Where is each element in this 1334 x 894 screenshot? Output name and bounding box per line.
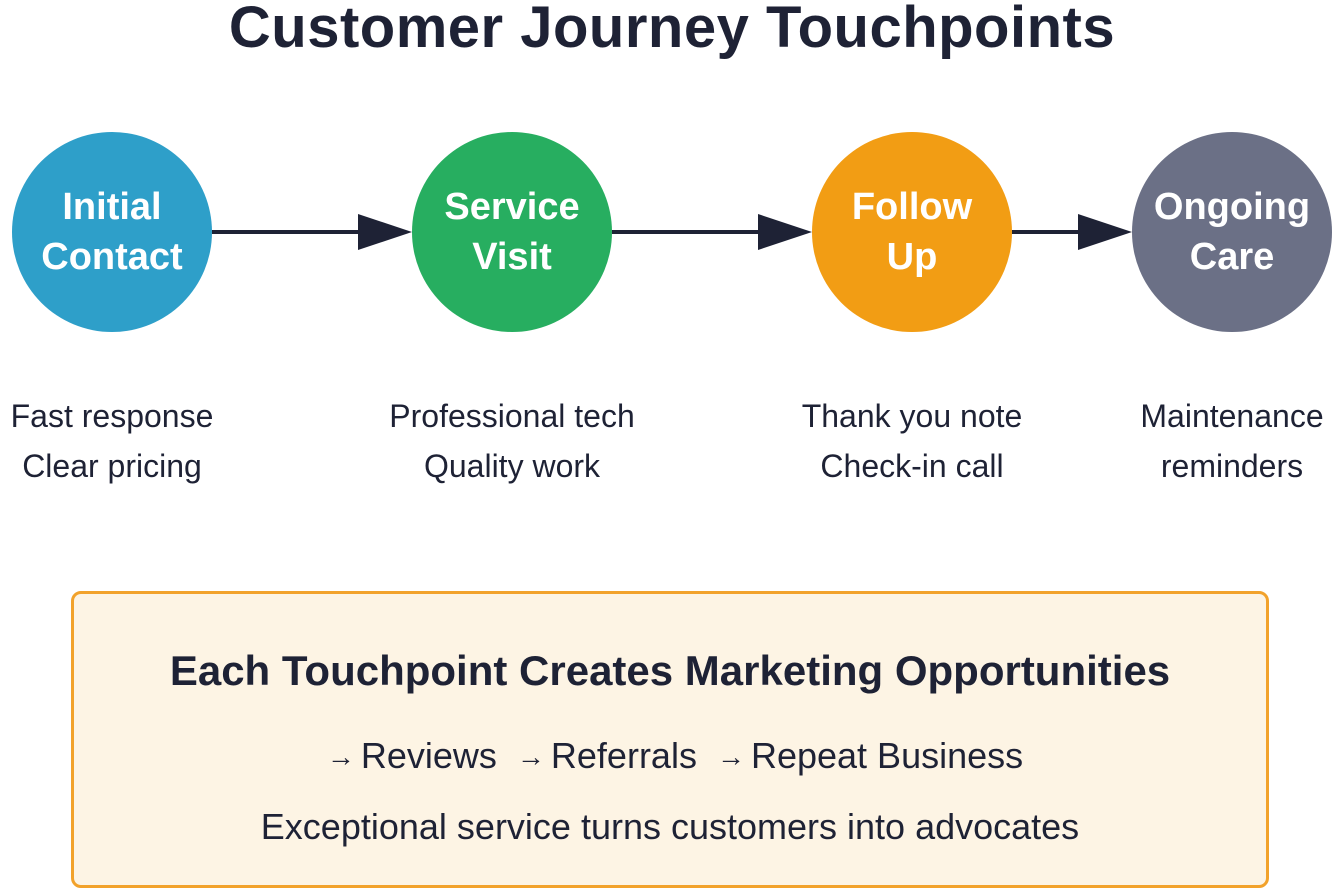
stage-detail: Quality work: [423, 448, 601, 484]
stage-label-line2: Care: [1189, 236, 1275, 278]
arrow-right-icon: →: [716, 741, 745, 772]
stage-label-line1: Service: [444, 186, 580, 228]
arrow-2: [612, 214, 812, 250]
stage-node-initial-contact: Initial Contact: [12, 132, 212, 332]
arrow-3: [1012, 214, 1132, 250]
stage-detail: Fast response: [10, 398, 214, 434]
stage-node-ongoing-care: Ongoing Care: [1132, 132, 1332, 332]
stage-detail: Clear pricing: [22, 448, 202, 484]
stage-details-ongoing-care: Maintenance reminders: [1082, 391, 1334, 491]
stage-label-line2: Up: [886, 236, 938, 278]
diagram-title: Customer Journey Touchpoints: [228, 0, 1116, 60]
stage-label-line2: Visit: [472, 236, 552, 278]
arrow-right-icon: →: [326, 741, 355, 772]
marketing-callout-box: Each Touchpoint Creates Marketing Opport…: [71, 591, 1269, 888]
callout-title: Each Touchpoint Creates Marketing Opport…: [169, 647, 1171, 694]
flow-item-repeat-business: Repeat Business: [750, 735, 1024, 776]
stage-label-line1: Ongoing: [1153, 186, 1311, 228]
stage-details-service-visit: Professional tech Quality work: [362, 391, 662, 491]
stage-details-follow-up: Thank you note Check-in call: [762, 391, 1062, 491]
callout-flow: →Reviews →Referrals →Repeat Business: [74, 731, 1266, 784]
stage-detail: Thank you note: [801, 398, 1023, 434]
arrow-right-icon: →: [516, 741, 545, 772]
stage-detail: Professional tech: [389, 398, 635, 434]
stage-detail: reminders: [1160, 448, 1304, 484]
stage-detail: Maintenance: [1140, 398, 1324, 434]
callout-subtitle: Exceptional service turns customers into…: [260, 806, 1080, 847]
stage-details-initial-contact: Fast response Clear pricing: [0, 391, 262, 491]
stage-node-service-visit: Service Visit: [412, 132, 612, 332]
stage-label-line1: Initial: [62, 186, 162, 228]
stage-node-follow-up: Follow Up: [812, 132, 1012, 332]
stage-detail: Check-in call: [820, 448, 1004, 484]
stage-label-line2: Contact: [41, 236, 183, 278]
flow-item-reviews: Reviews: [360, 735, 497, 776]
arrow-1: [212, 214, 412, 250]
flow-item-referrals: Referrals: [550, 735, 697, 776]
stage-label-line1: Follow: [851, 186, 973, 228]
